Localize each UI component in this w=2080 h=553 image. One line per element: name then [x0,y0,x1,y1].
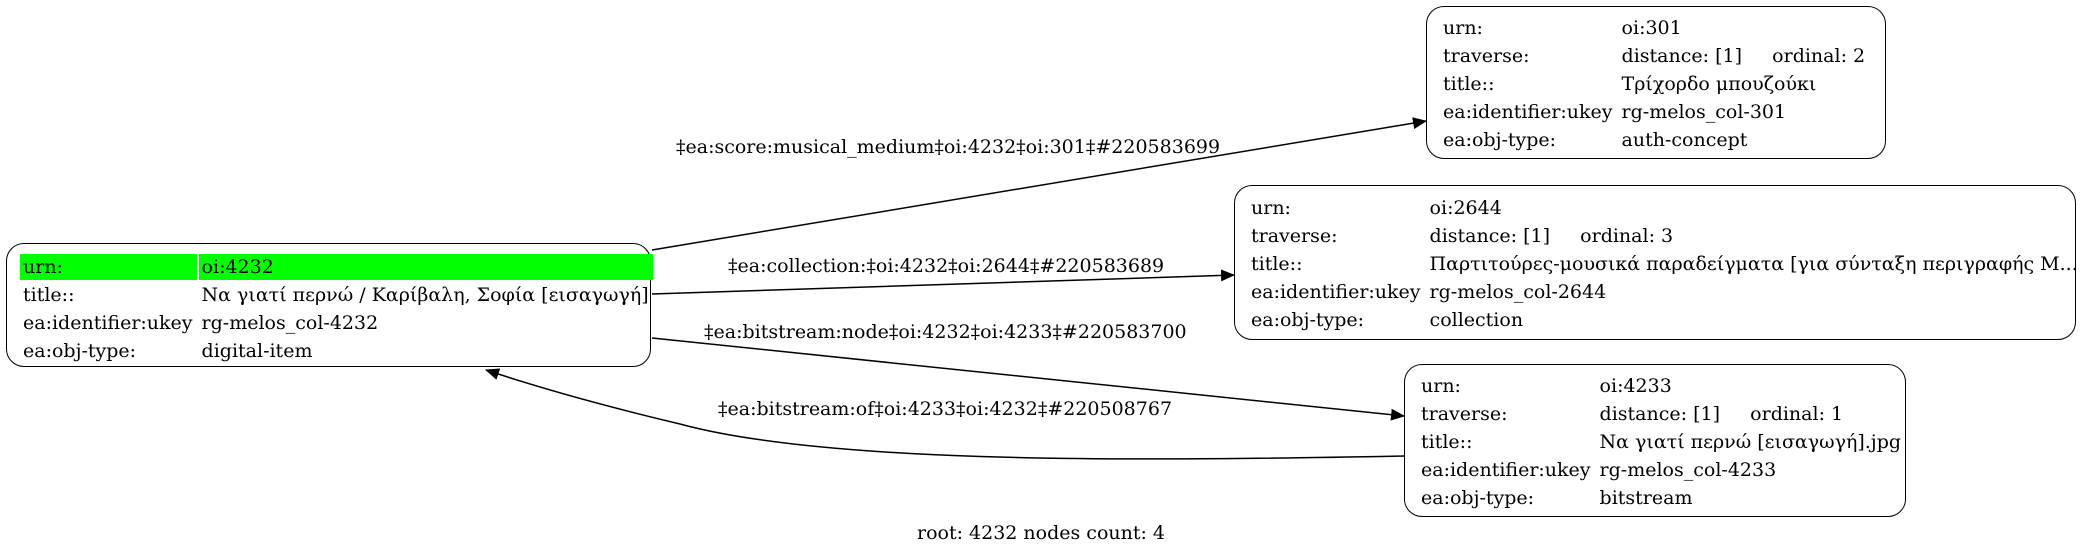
row-key: traverse: [1443,45,1530,67]
node-row: ea:identifier:ukey rg-melos_col-301 [1440,99,1869,125]
node-row: traverse: distance: [1] ordinal: 3 [1248,223,2080,249]
row-key: urn: [20,254,197,280]
node-row: ea:identifier:ukey rg-melos_col-4232 [20,310,653,336]
row-key: ea:obj-type: [1443,129,1557,151]
row-value: distance: [1] ordinal: 3 [1429,225,1674,247]
row-key: urn: [1251,197,1291,219]
row-value: collection [1429,309,1524,331]
row-value: rg-melos_col-301 [1621,101,1787,123]
row-value: rg-melos_col-2644 [1429,281,1607,303]
node-row: title:: Να γιατί περνώ [εισαγωγή].jpg [1418,429,1905,455]
row-value: oi:4232 [198,254,653,280]
row-value: distance: [1] ordinal: 1 [1599,403,1844,425]
row-value: Τρίχορδο μπουζούκι [1621,73,1817,95]
node-row: urn: oi:4232 [20,254,653,280]
node-row: ea:obj-type: auth-concept [1440,127,1869,153]
graph-footer-label: root: 4232 nodes count: 4 [917,522,1166,544]
row-key: ea:identifier:ukey [1443,101,1613,123]
node-row: urn: oi:2644 [1248,195,2080,221]
row-key: title:: [1251,253,1303,275]
node-row: title:: Τρίχορδο μπουζούκι [1440,71,1869,97]
node-2644-table: urn: oi:2644 traverse: distance: [1] ord… [1246,193,2080,335]
node-row: urn: oi:301 [1440,15,1869,41]
edge-from-4233 [485,368,1405,460]
row-key: ea:identifier:ukey [1251,281,1421,303]
node-root-table: urn: oi:4232 title:: Να γιατί περνώ / Κα… [18,252,655,366]
row-value: rg-melos_col-4233 [1599,459,1777,481]
node-row: title:: Παρτιτούρες-μουσικά παραδείγματα… [1248,251,2080,277]
node-row: ea:obj-type: digital-item [20,338,653,364]
row-key: ea:obj-type: [23,340,137,362]
node-row: ea:obj-type: bitstream [1418,485,1905,511]
row-key: ea:obj-type: [1421,487,1535,509]
row-key: ea:obj-type: [1251,309,1365,331]
node-row: traverse: distance: [1] ordinal: 1 [1418,401,1905,427]
edge-to-2644 [651,269,1235,295]
row-key: urn: [1421,375,1461,397]
row-value: Να γιατί περνώ / Καρίβαλη, Σοφία [εισαγω… [201,284,649,306]
node-row: traverse: distance: [1] ordinal: 2 [1440,43,1869,69]
row-value: auth-concept [1621,129,1748,151]
edge-to-4233 [651,337,1405,421]
node-4233[interactable]: urn: oi:4233 traverse: distance: [1] ord… [1404,364,1906,517]
node-row: title:: Να γιατί περνώ / Καρίβαλη, Σοφία… [20,282,653,308]
row-value: rg-melos_col-4232 [201,312,379,334]
edge-label-to-2644: ‡ea:collection:‡oi:4232‡oi:2644‡#2205836… [728,255,1165,277]
edge-to-301 [651,117,1427,251]
row-key: ea:identifier:ukey [23,312,193,334]
row-key: urn: [1443,17,1483,39]
row-key: title:: [1443,73,1495,95]
edge-label-from-4233: ‡ea:bitstream:of‡oi:4233‡oi:4232‡#220508… [718,398,1173,420]
edge-label-to-4233: ‡ea:bitstream:node‡oi:4232‡oi:4233‡#2205… [704,321,1187,343]
node-301[interactable]: urn: oi:301 traverse: distance: [1] ordi… [1426,6,1886,159]
node-row: urn: oi:4233 [1418,373,1905,399]
row-key: traverse: [1251,225,1338,247]
node-row: ea:identifier:ukey rg-melos_col-2644 [1248,279,2080,305]
row-key: traverse: [1421,403,1508,425]
row-key: title:: [1421,431,1473,453]
row-value: digital-item [201,340,313,362]
node-row: ea:obj-type: collection [1248,307,2080,333]
row-key: ea:identifier:ukey [1421,459,1591,481]
node-301-table: urn: oi:301 traverse: distance: [1] ordi… [1438,13,1871,155]
row-value: oi:4233 [1599,375,1672,397]
node-row: ea:identifier:ukey rg-melos_col-4233 [1418,457,1905,483]
row-value: Να γιατί περνώ [εισαγωγή].jpg [1599,431,1902,453]
row-key: title:: [23,284,75,306]
row-value: oi:301 [1621,17,1682,39]
row-value: oi:2644 [1429,197,1502,219]
node-2644[interactable]: urn: oi:2644 traverse: distance: [1] ord… [1234,185,2078,340]
node-root[interactable]: urn: oi:4232 title:: Να γιατί περνώ / Κα… [6,243,653,367]
row-value: Παρτιτούρες-μουσικά παραδείγματα [για σύ… [1429,253,2078,275]
row-value: distance: [1] ordinal: 2 [1621,45,1866,67]
row-value: bitstream [1599,487,1693,509]
node-4233-table: urn: oi:4233 traverse: distance: [1] ord… [1416,371,1907,513]
edge-label-to-301: ‡ea:score:musical_medium‡oi:4232‡oi:301‡… [676,136,1221,158]
